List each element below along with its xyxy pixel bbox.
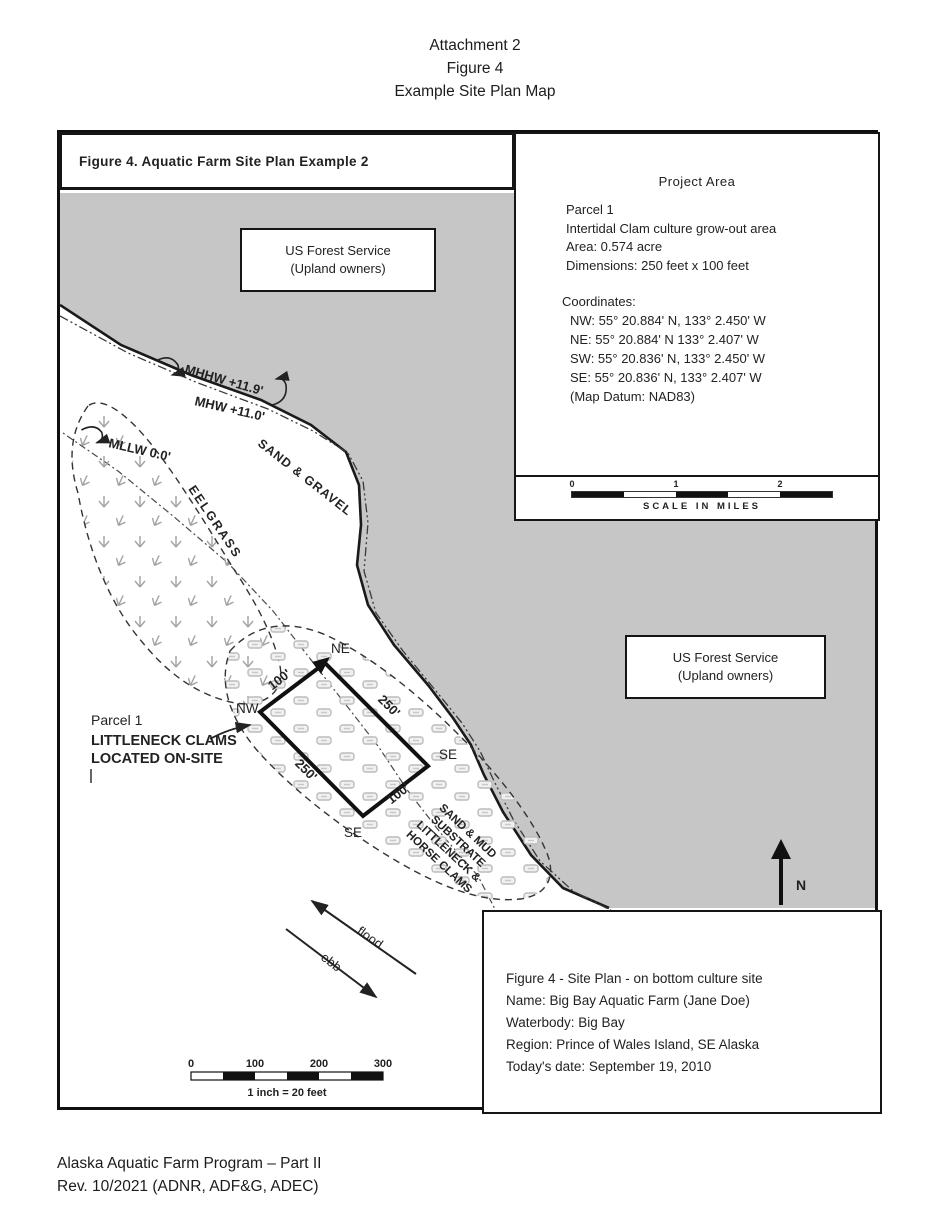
site-plan-map: MHHW +11.9' MHW +11.0' MLLW 0.0' SAND & … bbox=[57, 130, 882, 1114]
project-line: Parcel 1 bbox=[566, 202, 614, 217]
project-area-box: Project Area Parcel 1 Intertidal Clam cu… bbox=[514, 132, 880, 521]
coordinate-line: NW: 55° 20.884' N, 133° 2.450' W bbox=[570, 313, 766, 328]
coordinates-title: Coordinates: bbox=[562, 294, 636, 309]
info-line: Figure 4 - Site Plan - on bottom culture… bbox=[506, 971, 763, 986]
svg-text:0: 0 bbox=[188, 1058, 194, 1070]
figure-title: Figure 4. Aquatic Farm Site Plan Example… bbox=[79, 153, 369, 169]
miles-tick: 1 bbox=[673, 479, 679, 489]
info-line: Waterbody: Big Bay bbox=[506, 1015, 625, 1030]
upland-owner-line-2: (Upland owners) bbox=[290, 261, 386, 276]
feet-scale-bar: 0 100 200 300 1 inch = 20 feet bbox=[188, 1058, 392, 1099]
corner-nw-label: NW bbox=[236, 701, 259, 716]
map-datum-line: (Map Datum: NAD83) bbox=[570, 389, 695, 404]
flood-label: flood bbox=[354, 923, 386, 951]
svg-text:100: 100 bbox=[246, 1058, 264, 1070]
upland-owner-line-1: US Forest Service bbox=[672, 650, 779, 665]
project-line: Area: 0.574 acre bbox=[566, 239, 663, 254]
coordinate-line: SW: 55° 20.836' N, 133° 2.450' W bbox=[570, 351, 766, 366]
upland-owner-line-2: (Upland owners) bbox=[677, 668, 774, 683]
parcel-desc-2: LOCATED ON-SITE bbox=[91, 751, 223, 767]
figure-title-box: Figure 4. Aquatic Farm Site Plan Example… bbox=[59, 132, 515, 190]
feet-scale-label: 1 inch = 20 feet bbox=[247, 1087, 327, 1099]
miles-bar bbox=[571, 491, 833, 498]
corner-se-bottom-label: SE bbox=[344, 825, 362, 840]
clam-bed bbox=[224, 625, 552, 901]
header-line-1: Attachment 2 bbox=[429, 37, 521, 54]
mhhw-arrow bbox=[155, 357, 186, 377]
corner-se-right-label: SE bbox=[439, 747, 457, 762]
upland-owner-box-right: US Forest Service (Upland owners) bbox=[625, 635, 826, 699]
north-label: N bbox=[796, 877, 806, 893]
upland-owner-box-top: US Forest Service (Upland owners) bbox=[240, 228, 436, 292]
mllw-arrow bbox=[81, 426, 111, 444]
miles-scale-label: SCALE IN MILES bbox=[642, 501, 761, 512]
mhw-arrow bbox=[271, 370, 290, 406]
info-line: Region: Prince of Wales Island, SE Alask… bbox=[506, 1037, 760, 1052]
flood-arrow bbox=[310, 899, 417, 975]
coordinate-line: SE: 55° 20.836' N, 133° 2.407' W bbox=[570, 370, 762, 385]
project-area-title: Project Area bbox=[658, 174, 736, 189]
footer-line-1: Alaska Aquatic Farm Program – Part II bbox=[57, 1155, 322, 1172]
project-line: Intertidal Clam culture grow-out area bbox=[566, 220, 777, 236]
parcel-desc-1: LITTLENECK CLAMS bbox=[91, 733, 237, 749]
miles-scale-bar: 0 1 2 SCALE IN MILES bbox=[516, 475, 878, 519]
document-footer: Alaska Aquatic Farm Program – Part II Re… bbox=[57, 1152, 321, 1198]
parcel-boundary bbox=[256, 660, 432, 819]
parcel-name: Parcel 1 bbox=[91, 712, 143, 728]
upland-owner-line-1: US Forest Service bbox=[285, 243, 391, 258]
footer-line-2: Rev. 10/2021 (ADNR, ADF&G, ADEC) bbox=[57, 1178, 319, 1195]
parcel-pointer-arrow bbox=[209, 721, 252, 740]
page-title: Attachment 2 Figure 4 Example Site Plan … bbox=[0, 34, 950, 103]
miles-tick: 0 bbox=[569, 479, 575, 489]
info-line: Name: Big Bay Aquatic Farm (Jane Doe) bbox=[506, 993, 750, 1008]
ebb-arrow bbox=[285, 928, 378, 999]
info-line: Today's date: September 19, 2010 bbox=[506, 1059, 712, 1074]
coordinate-line: NE: 55° 20.884' N 133° 2.407' W bbox=[570, 332, 759, 347]
header-line-3: Example Site Plan Map bbox=[394, 83, 556, 100]
header-line-2: Figure 4 bbox=[446, 60, 504, 77]
miles-tick: 2 bbox=[777, 479, 783, 489]
site-info-box: Figure 4 - Site Plan - on bottom culture… bbox=[482, 910, 882, 1114]
corner-ne-label: NE bbox=[331, 641, 350, 656]
project-line: Dimensions: 250 feet x 100 feet bbox=[566, 257, 749, 273]
north-arrowhead bbox=[771, 839, 791, 859]
eelgrass-bed bbox=[71, 402, 282, 705]
parcel-ne-arrowhead bbox=[312, 657, 330, 674]
svg-text:200: 200 bbox=[310, 1058, 328, 1070]
svg-text:300: 300 bbox=[374, 1058, 392, 1070]
